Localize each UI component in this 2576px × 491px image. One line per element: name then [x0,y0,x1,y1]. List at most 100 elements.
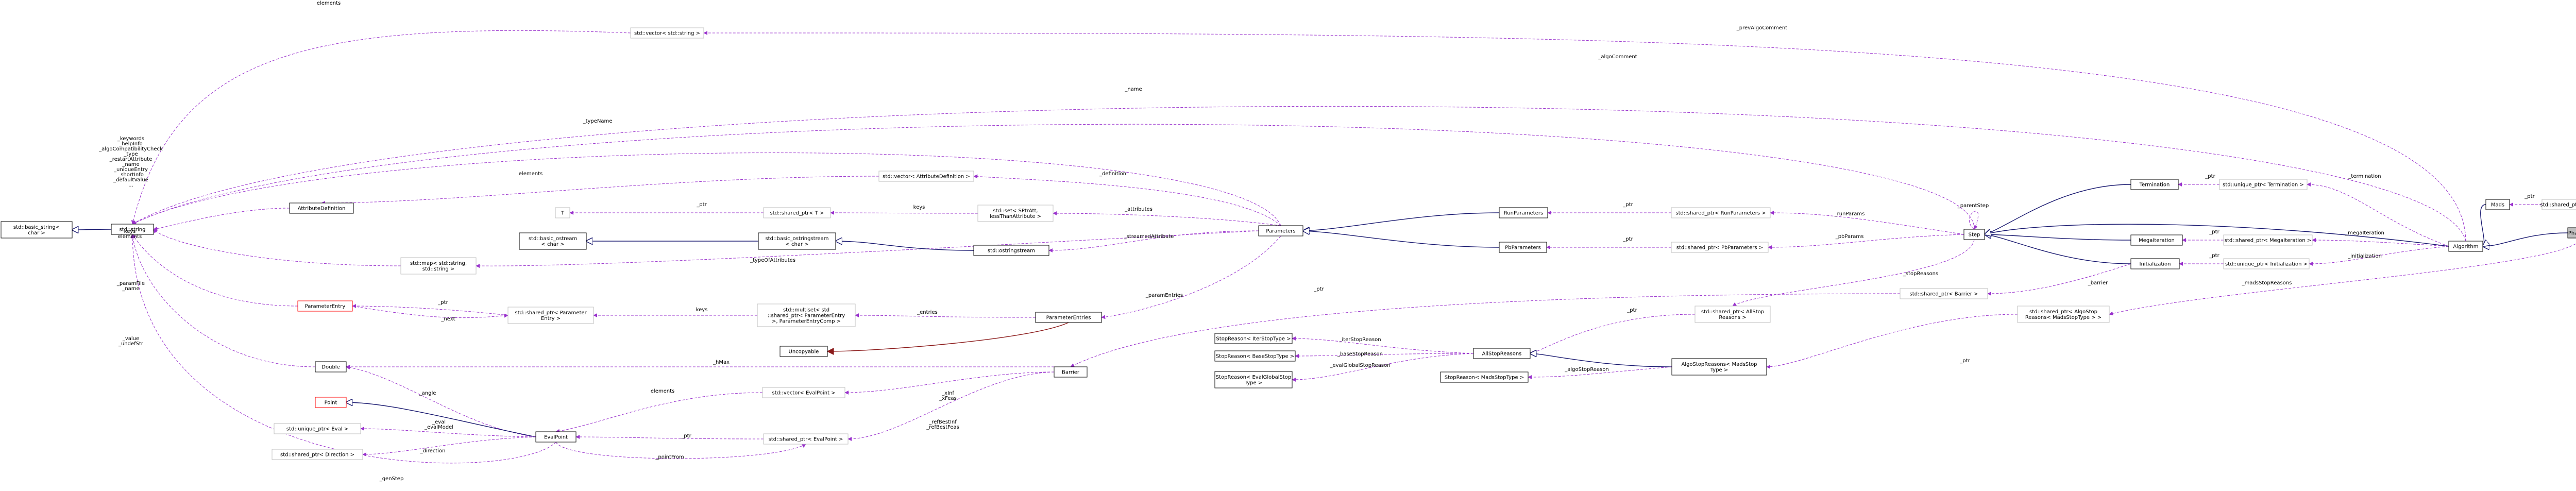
edge-label-termination: _termination [2348,174,2381,179]
node-parameterentries[interactable]: ParameterEntries [1035,312,1102,323]
node-shared-pbparameters[interactable]: std::shared_ptr< PbParameters > [1671,242,1769,253]
node-label: std::ostringstream [988,248,1035,254]
edge-ptr-barrier [1070,293,1901,367]
node-shared-allstop[interactable]: std::shared_ptr< AllStopReasons > [1694,306,1771,323]
edge-label-typeofattributes: _typeOfAttributes [750,258,795,263]
node-mads[interactable]: Mads [2485,199,2510,210]
edge-barrier [1987,263,2131,296]
edge-refbest [848,371,1055,441]
node-label: std::vector< AttributeDefinition > [883,174,970,180]
node-pbparameters[interactable]: PbParameters [1499,242,1547,253]
node-termination[interactable]: Termination [2130,179,2179,190]
node-double[interactable]: Double [315,361,347,373]
node-algostopreasons[interactable]: AlgoStopReasons< MadsStopType > [1671,358,1767,376]
edge-label-pbparams: _pbParams [1835,234,1864,240]
node-parameterentry[interactable]: ParameterEntry [297,300,353,312]
edge-madsstop-phaseone [2109,243,2576,316]
edge-label-evalglobalstopreason: _evalGlobalStopReason [1329,363,1390,368]
node-label: StopReason< BaseStopType > [1216,354,1294,360]
node-label: char > [28,230,45,236]
node-shared-mads[interactable]: std::shared_ptr< Mads > [2540,199,2576,210]
edge-labels: _mads_madsStopReasons_ptr_ptr_ptr_ptr_pt… [98,1,2535,482]
node-basic-ostringstream[interactable]: std::basic_ostringstream< char > [758,232,836,250]
node-evalpoint[interactable]: EvalPoint [535,431,577,443]
node-shared-evalpoint[interactable]: std::shared_ptr< EvalPoint > [763,433,849,445]
edge-label-eval_evalmodel: _eval [432,419,446,425]
edge-label-xinf_xfeas: _xInf [941,391,954,396]
edge-evalglobalstopreason [1292,353,1474,382]
node-label: std::unique_ptr< Initialization > [2225,262,2308,267]
edge-algocomment [132,106,2466,242]
edge-label-keys_elements: keys [124,229,136,234]
node-megaiteration[interactable]: MegaIteration [2130,234,2183,246]
node-label: StopReason< IterStopType > [1216,336,1291,342]
edge-entries [855,313,1036,318]
edge-label-string_multi: _uniqueEntry [113,167,148,173]
edge-basicstring-string [72,229,112,230]
node-label: std::shared_ptr< RunParameters > [1675,211,1766,216]
node-stopreason-mads[interactable]: StopReason< MadsStopType > [1440,371,1529,383]
node-string[interactable]: std::string [111,224,154,235]
node-parameters[interactable]: Parameters [1258,225,1303,236]
edge-pointfrom [555,442,806,459]
node-label: AlgoStopReasons< MadsStop [1681,362,1757,367]
node-label: MegaIteration [2139,238,2175,244]
node-algorithm[interactable]: Algorithm [2448,241,2483,252]
edge-label-definition: _definition [1099,171,1126,177]
node-vector-string[interactable]: std::vector< std::string > [630,27,704,39]
edge-next [352,306,509,318]
node-barrier[interactable]: Barrier [1054,366,1088,378]
node-basic-string[interactable]: std::basic_string<char > [1,221,73,239]
edge-ptr-evalpoint [575,435,764,439]
edge-ptr-parameterentry [352,304,509,316]
node-label: std::shared_ptr< T > [770,211,824,216]
node-set-attr[interactable]: std::set< SPtrAtt,lessThanAttribute > [977,205,1054,222]
node-label: PbParameters [1505,245,1541,251]
node-T[interactable]: T [555,207,570,218]
edge-label-elements: elements [651,388,674,394]
edge-label-ptr: _ptr [1959,358,1970,364]
edge-genstep [130,234,556,464]
edge-label-xinf_xfeas: _xFeas [939,396,957,401]
node-shared-barrier[interactable]: std::shared_ptr< Barrier > [1900,288,1988,299]
node-uncopyable[interactable]: Uncopyable [779,346,828,357]
node-label: Barrier [1062,370,1080,376]
node-unique-eval[interactable]: std::unique_ptr< Eval > [274,423,361,434]
node-unique-initialization[interactable]: std::unique_ptr< Initialization > [2223,258,2310,269]
node-allstopreasons[interactable]: AllStopReasons [1473,348,1531,359]
edge-label-runparams: _runParams [1834,211,1865,217]
node-shared-runparameters[interactable]: std::shared_ptr< RunParameters > [1671,207,1771,218]
node-map-string[interactable]: std::map< std::string,std::string > [400,257,477,275]
node-shared-direction[interactable]: std::shared_ptr< Direction > [272,449,363,460]
node-vector-evalpoint[interactable]: std::vector< EvalPoint > [762,387,845,398]
edge-label-prevalgocomment: _prevAlgoComment [1736,25,1787,31]
node-unique-termination[interactable]: std::unique_ptr< Termination > [2219,179,2308,190]
edge-streamedattribute [1048,230,1259,252]
node-basic-ostream[interactable]: std::basic_ostream< char > [519,232,587,250]
edge-algorithm-phaseone [2483,232,2568,246]
edge-xinf-xfeas [844,371,1055,395]
node-vector-attrdef[interactable]: std::vector< AttributeDefinition > [878,171,974,182]
node-initialization[interactable]: Initialization [2130,258,2180,269]
node-stopreason-base[interactable]: StopReason< BaseStopType > [1214,350,1296,362]
node-shared-T[interactable]: std::shared_ptr< T > [763,207,831,218]
node-ostringstream[interactable]: std::ostringstream [973,245,1049,256]
node-runparameters[interactable]: RunParameters [1499,207,1548,218]
node-point[interactable]: Point [315,397,347,408]
node-attributedefinition[interactable]: AttributeDefinition [289,202,354,214]
node-shared-algostop[interactable]: std::shared_ptr< AlgoStopReasons< MadsSt… [2017,306,2110,323]
node-shared-parameterentry[interactable]: std::shared_ptr< ParameterEntry > [507,307,594,324]
node-stopreason-iter[interactable]: StopReason< IterStopType > [1214,333,1293,344]
node-shared-megaiteration[interactable]: std::shared_ptr< MegaIteration > [2223,234,2313,246]
edge-label-hmax: _hMax [713,360,730,365]
edge-label-ptr: _ptr [1626,308,1637,313]
edge-elements-evalpoint [555,392,763,433]
node-multiset-entry[interactable]: std::multiset< std::shared_ptr< Paramete… [757,303,856,327]
node-phaseone[interactable]: PhaseOne [2567,227,2576,239]
edge-label-ptr: _ptr [2205,174,2215,179]
edge-label-stopreasons: _stopReasons [1903,271,1938,277]
node-step[interactable]: Step [1963,229,1985,240]
edge-ptr-allstop [1530,314,1696,355]
edge-string-attrdef [153,208,290,231]
